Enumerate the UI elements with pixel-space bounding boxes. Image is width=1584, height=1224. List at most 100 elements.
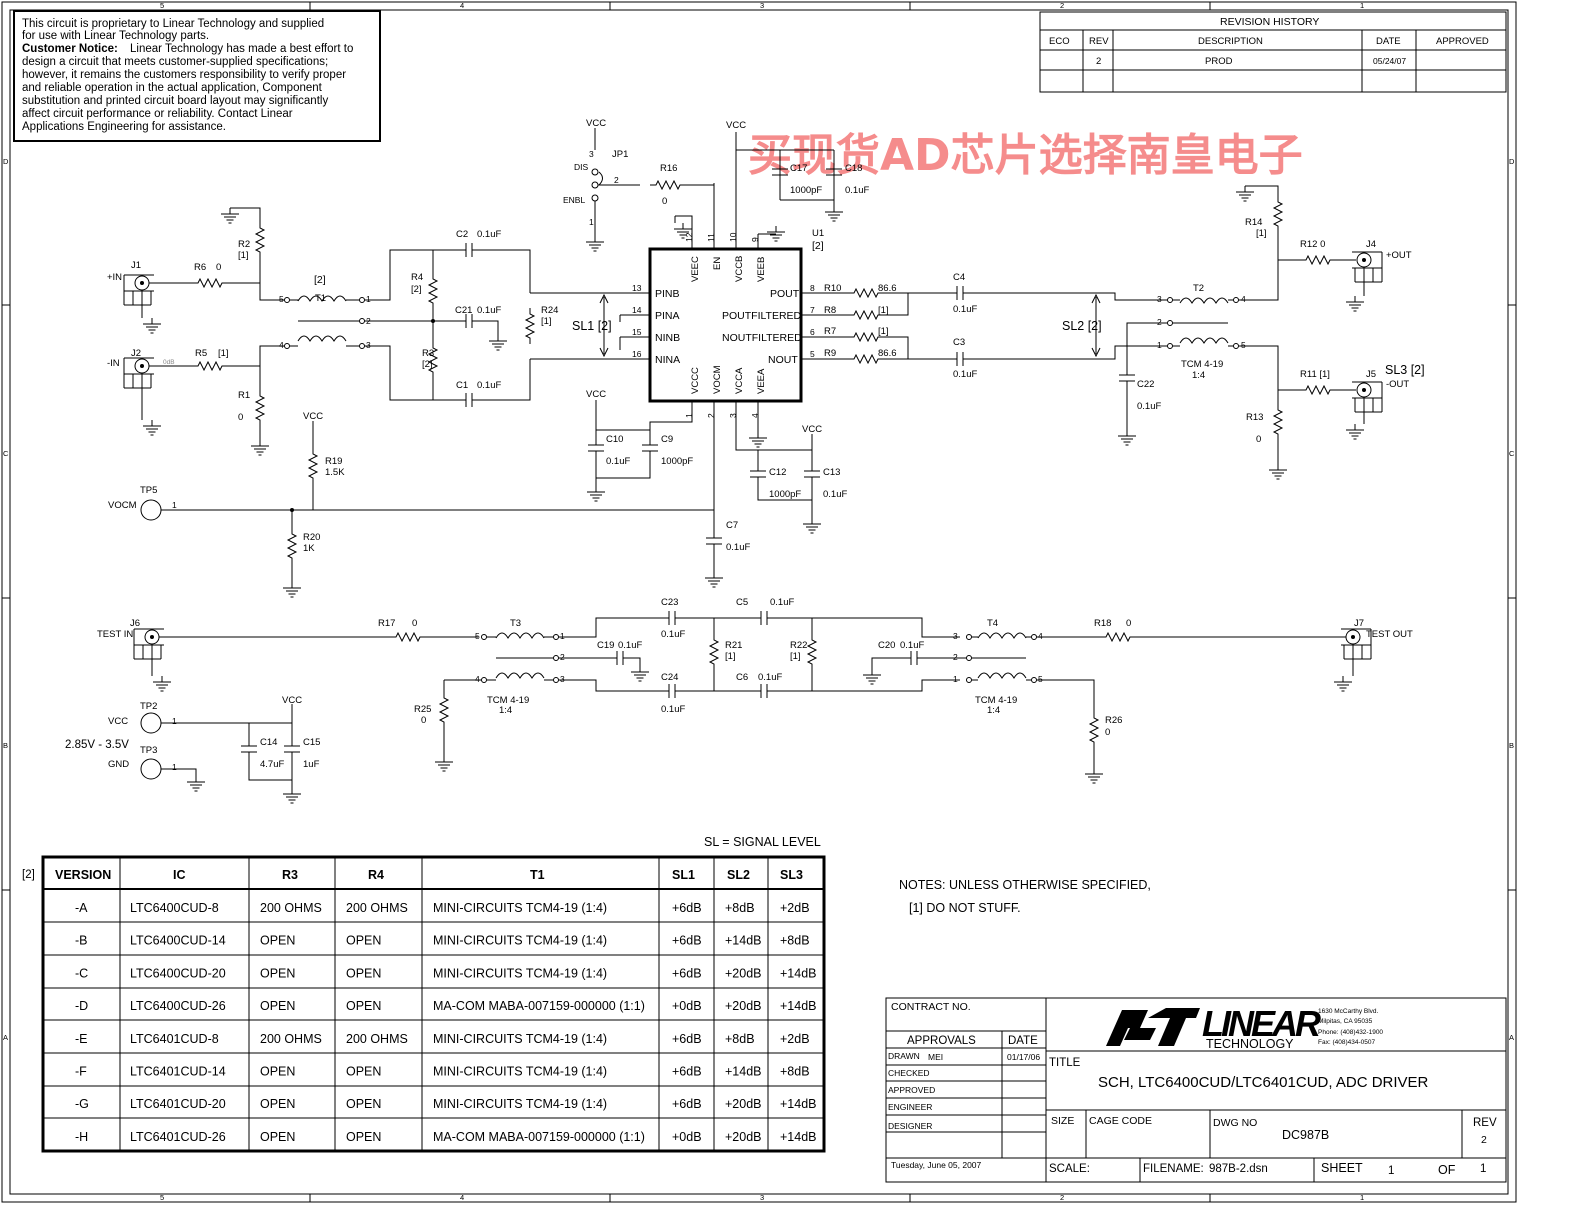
pin-number: 4 xyxy=(475,674,480,684)
table-cell: -E xyxy=(75,1032,88,1046)
j6-net: TEST IN xyxy=(97,629,133,640)
r2-note: [1] xyxy=(238,250,249,261)
table-cell: 200 OHMS xyxy=(346,1032,408,1046)
pin-label: VOCM xyxy=(712,365,723,394)
table-cell: -B xyxy=(75,934,88,948)
table-cell: LTC6400CUD-8 xyxy=(130,901,219,915)
table-cell: +8dB xyxy=(725,1032,755,1046)
pin-number: 13 xyxy=(632,283,642,293)
c23-value: 0.1uF xyxy=(661,629,685,640)
sl2-label: SL2 [2] xyxy=(1062,319,1102,333)
t4-label: T4 xyxy=(987,618,998,629)
pin-number: 4 xyxy=(750,413,760,418)
logo-subtext: TECHNOLOGY xyxy=(1206,1037,1294,1051)
pin-number: 5 xyxy=(1241,340,1246,350)
pin-number: 3 xyxy=(728,413,738,418)
c17-value: 1000pF xyxy=(790,185,822,196)
table-cell: LTC6400CUD-26 xyxy=(130,999,226,1013)
j1-label: J1 xyxy=(131,260,141,271)
table-cell: +0dB xyxy=(672,1130,702,1144)
table-cell: +6dB xyxy=(672,901,702,915)
col-label: 4 xyxy=(460,1193,464,1202)
r24-label: R24 xyxy=(541,305,558,316)
col-label: 3 xyxy=(760,1193,764,1202)
notice-line: however, it remains the customers respon… xyxy=(22,69,346,81)
table-cell: +20dB xyxy=(725,1130,762,1144)
watermark: 买现货AD芯片选择南皇电子 xyxy=(748,130,1303,181)
table-cell: LTC6400CUD-20 xyxy=(130,966,226,980)
r24-note: [1] xyxy=(541,316,552,327)
notice-line: affect circuit performance or reliabilit… xyxy=(22,108,293,120)
pin-number: 4 xyxy=(279,340,284,350)
revision-cell: PROD xyxy=(1205,56,1233,67)
table-cell: +2dB xyxy=(780,1032,810,1046)
pin-number: 6 xyxy=(810,327,815,337)
net-label: VCC xyxy=(726,120,746,131)
pin-label: EN xyxy=(712,257,723,270)
pin-number: 1 xyxy=(684,413,694,418)
pin-number: 2 xyxy=(953,652,958,662)
pin-label: VEEC xyxy=(690,256,701,282)
notice-line: for use with Linear Technology parts. xyxy=(22,30,209,42)
table-cell: OPEN xyxy=(260,1097,295,1111)
address-line: Phone: (408)432-1900 xyxy=(1318,1029,1383,1036)
col-label: 4 xyxy=(460,1,464,10)
dwg-number: DC987B xyxy=(1282,1128,1329,1142)
drawn-label: DRAWN xyxy=(888,1051,920,1061)
pin-label: NINB xyxy=(655,332,680,344)
pin-label: VCCB xyxy=(734,256,745,282)
jumper-label: DIS xyxy=(574,162,589,172)
c22-label: C22 xyxy=(1137,379,1154,390)
table-header: SL2 xyxy=(727,868,750,882)
table-cell: MINI-CIRCUITS TCM4-19 (1:4) xyxy=(433,1065,607,1079)
output-network: R10 86.6 R8 [1] R7 [1] R9 86.6 C4 0.1uF … xyxy=(824,185,1425,480)
table-cell: +8dB xyxy=(780,934,810,948)
pin-number: 2 xyxy=(560,652,565,662)
table-cell: +8dB xyxy=(780,1065,810,1079)
pin-number: 1 xyxy=(560,631,565,641)
c2-label: C2 xyxy=(456,229,468,240)
table-cell: +2dB xyxy=(780,901,810,915)
r26-value: 0 xyxy=(1105,727,1110,738)
col-label: 5 xyxy=(160,1,164,10)
pin-label: PINA xyxy=(655,310,680,322)
notice-label: Customer Notice: xyxy=(22,43,118,55)
logo-text: LINEAR xyxy=(1202,1003,1321,1044)
j6-label: J6 xyxy=(130,618,140,629)
drawn-date: 01/17/06 xyxy=(1007,1052,1040,1062)
pin-number: 12 xyxy=(684,232,694,242)
pin-number: 3 xyxy=(366,340,371,350)
approvals-label: APPROVALS xyxy=(907,1035,976,1047)
c7-label: C7 xyxy=(726,520,738,531)
net-label: VCC xyxy=(282,695,302,706)
table-cell: OPEN xyxy=(260,966,295,980)
table-cell: OPEN xyxy=(346,1065,381,1079)
table-header: VERSION xyxy=(55,868,111,882)
pin-number: 14 xyxy=(632,305,642,315)
c23-label: C23 xyxy=(661,597,678,608)
table-cell: LTC6401CUD-20 xyxy=(130,1097,226,1111)
pin-number: 3 xyxy=(589,149,594,159)
linear-logo: LINEAR TECHNOLOGY xyxy=(1106,1003,1324,1051)
r5-note: [1] xyxy=(218,348,229,359)
c10-value: 0.1uF xyxy=(606,456,630,467)
customer-notice: This circuit is proprietary to Linear Te… xyxy=(13,10,381,142)
notice-line: Applications Engineering for assistance. xyxy=(22,121,226,133)
pin-label: NOUT xyxy=(768,354,798,366)
table-header: IC xyxy=(173,868,186,882)
engineer-label: ENGINEER xyxy=(888,1102,932,1112)
pin-number: 2 xyxy=(706,413,716,418)
notice-line: This circuit is proprietary to Linear Te… xyxy=(22,18,324,30)
table-header: SL3 xyxy=(780,868,803,882)
r1-value: 0 xyxy=(238,412,243,423)
contract-label: CONTRACT NO. xyxy=(891,1001,971,1013)
test-path: J6 TEST IN R17 0 5 4 1 2 3 T3 TCM 4-19 1… xyxy=(97,597,1413,784)
table-header: R3 xyxy=(282,868,298,882)
c22-value: 0.1uF xyxy=(1137,401,1161,412)
c1-value: 0.1uF xyxy=(477,380,501,391)
r21-label: R21 xyxy=(725,640,742,651)
t1-label: T1 xyxy=(315,293,326,304)
pin-number: 1 xyxy=(1157,340,1162,350)
r5-label: R5 xyxy=(195,348,207,359)
